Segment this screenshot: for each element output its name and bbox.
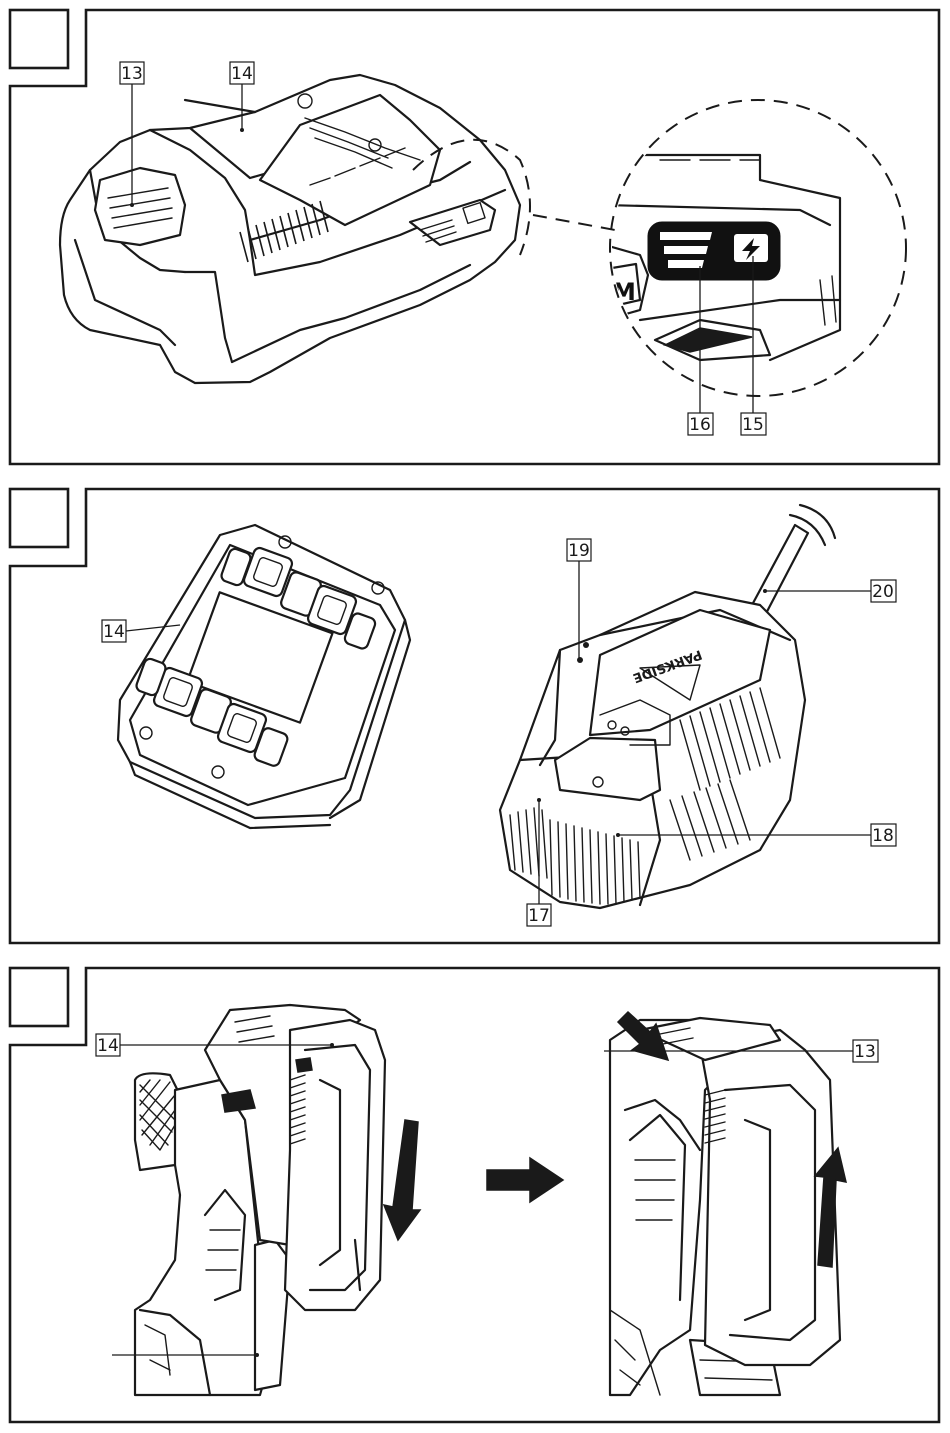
svg-text:19: 19 (568, 541, 590, 561)
svg-text:18: 18 (872, 826, 894, 846)
svg-text:14: 14 (231, 64, 253, 84)
svg-text:14: 14 (103, 622, 125, 642)
tool-remove-illustration (610, 1012, 846, 1395)
panel-2: PARKSIDE 14 19 20 (10, 489, 939, 943)
tool-insert-illustration (135, 1005, 420, 1395)
charger-illustration: PARKSIDE (500, 505, 835, 908)
panel-3: 14 13 (10, 968, 939, 1422)
svg-text:13: 13 (854, 1042, 876, 1062)
panel-1: M 13 14 15 16 (10, 10, 939, 464)
svg-text:16: 16 (689, 415, 711, 435)
svg-text:17: 17 (528, 906, 550, 926)
svg-text:15: 15 (742, 415, 764, 435)
battery-pack-illustration (60, 75, 520, 383)
panel-2-number-box (10, 489, 68, 547)
zoomed-indicator-panel: M (605, 155, 840, 360)
battery-bottom-illustration (118, 525, 410, 828)
zoom-brand-fragment: M (612, 278, 636, 306)
panel-3-number-box (10, 968, 68, 1026)
svg-text:14: 14 (97, 1036, 119, 1056)
arrow-right (487, 1158, 563, 1202)
callout-dot-p3-left (255, 1353, 259, 1357)
arrow-down (384, 1120, 420, 1240)
svg-text:13: 13 (121, 64, 143, 84)
svg-text:20: 20 (872, 582, 894, 602)
panel-1-number-box (10, 10, 68, 68)
zoom-connector (533, 215, 615, 230)
